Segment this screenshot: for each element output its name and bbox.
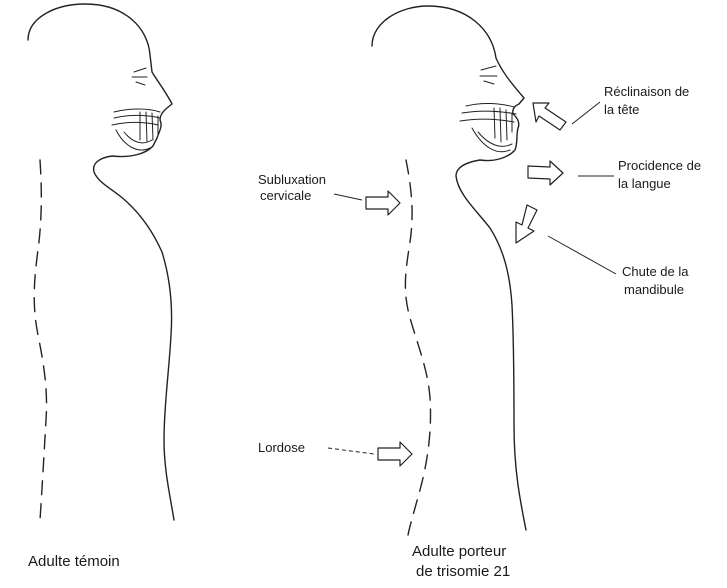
chute-leader-line xyxy=(548,236,616,274)
procidence-hollow-arrow xyxy=(528,161,563,185)
lordose-hollow-arrow xyxy=(378,442,412,466)
lordose-label: Lordose xyxy=(258,440,305,455)
reclinaison-annotation: Réclinaison de la tête xyxy=(533,84,689,130)
chute-label-line-2: mandibule xyxy=(624,282,684,297)
chute-label-line-1: Chute de la xyxy=(622,264,689,279)
control-adult-eye xyxy=(132,68,147,85)
trisomy-adult-eye xyxy=(480,66,497,84)
trisomy-adult-figure: Adulte porteur de trisomie 21 xyxy=(372,6,526,580)
subluxation-leader-line xyxy=(334,194,362,200)
chute-hollow-arrow xyxy=(516,205,537,243)
lordose-leader-line xyxy=(328,448,374,454)
subluxation-label-line-2: cervicale xyxy=(260,188,311,203)
reclinaison-leader-line xyxy=(572,102,600,124)
subluxation-label-line-1: Subluxation xyxy=(258,172,326,187)
procidence-label-line-2: la langue xyxy=(618,176,671,191)
reclinaison-label-line-2: la tête xyxy=(604,102,639,117)
reclinaison-hollow-arrow xyxy=(533,103,566,130)
control-adult-profile-outline xyxy=(28,4,174,520)
subluxation-annotation: Subluxation cervicale xyxy=(258,172,400,215)
subluxation-hollow-arrow xyxy=(366,191,400,215)
reclinaison-label-line-1: Réclinaison de xyxy=(604,84,689,99)
trisomy-adult-spine xyxy=(405,160,430,535)
trisomy-adult-caption-line-2: de trisomie 21 xyxy=(416,563,510,580)
control-adult-mouth xyxy=(112,109,160,150)
trisomy-adult-caption-line-1: Adulte porteur xyxy=(412,543,506,560)
control-adult-figure: Adulte témoin xyxy=(28,4,174,570)
control-adult-caption: Adulte témoin xyxy=(28,553,120,570)
trisomy-adult-mouth xyxy=(460,103,516,151)
control-adult-spine xyxy=(34,160,46,520)
procidence-label-line-1: Procidence de xyxy=(618,158,701,173)
procidence-annotation: Procidence de la langue xyxy=(528,158,701,191)
lordose-annotation: Lordose xyxy=(258,440,412,466)
chute-annotation: Chute de la mandibule xyxy=(516,205,689,297)
